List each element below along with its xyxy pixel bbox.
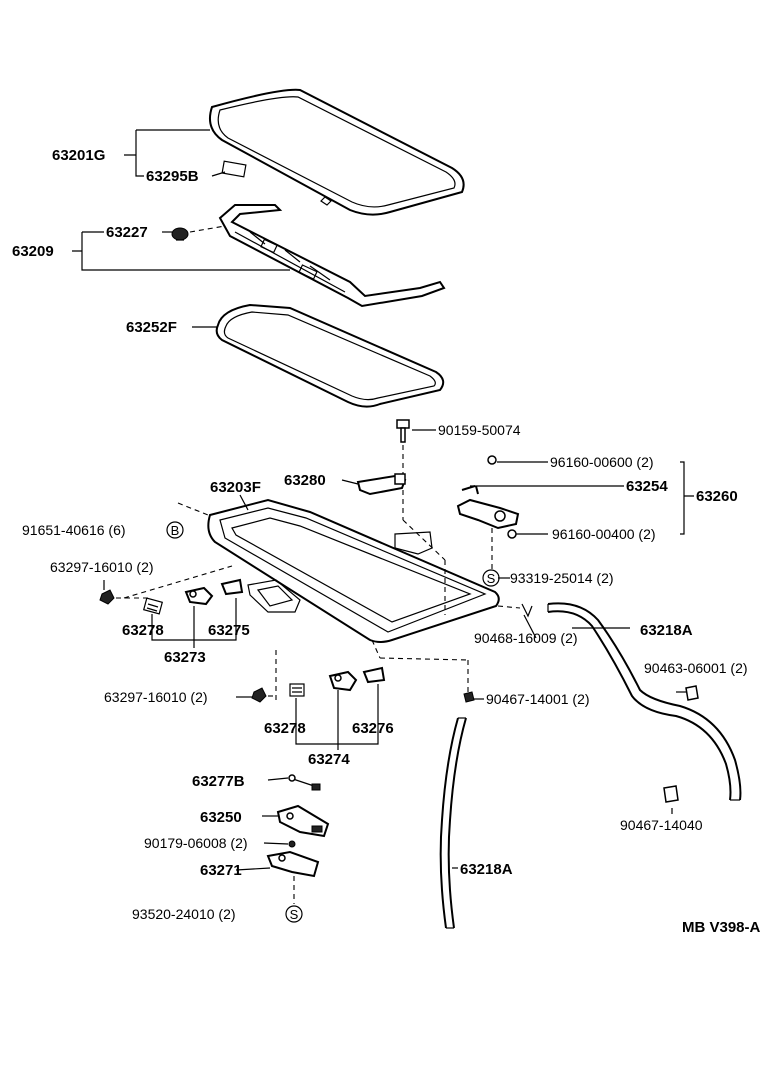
sunroof-housing <box>207 498 500 643</box>
leader-lines <box>72 129 694 871</box>
clamp-90467-right <box>663 785 679 803</box>
clip-63297-upper <box>99 589 115 605</box>
guide-63273 <box>184 586 214 606</box>
glass-panel <box>209 88 465 216</box>
drain-hose-right <box>547 602 742 801</box>
label-63218A-right: 63218A <box>640 622 693 639</box>
label-63280: 63280 <box>284 472 326 489</box>
pad-63278-b <box>289 683 305 697</box>
nut-90179 <box>288 840 296 848</box>
diagram-reference-code: MB V398-A <box>682 919 761 936</box>
label-90179-06008: 90179-06008 (2) <box>144 835 248 851</box>
weatherstrip <box>215 303 445 408</box>
label-63252F: 63252F <box>126 319 177 336</box>
symbol-s-upper: S <box>482 569 500 587</box>
label-63274: 63274 <box>308 751 350 768</box>
block-63275 <box>220 578 244 596</box>
symbol-s-lower: S <box>285 905 303 923</box>
label-90467-14001: 90467-14001 (2) <box>486 691 590 707</box>
symbol-s-lower-text: S <box>290 907 299 922</box>
label-63297-16010-lower: 63297-16010 (2) <box>104 689 208 705</box>
label-63209: 63209 <box>12 243 54 260</box>
block-63276 <box>362 666 386 684</box>
label-63271: 63271 <box>200 862 242 879</box>
label-90467-14040: 90467-14040 <box>620 817 703 833</box>
motor-assembly <box>456 455 520 539</box>
label-93520-24010: 93520-24010 (2) <box>132 906 236 922</box>
label-90463-06001: 90463-06001 (2) <box>644 660 748 676</box>
clip-63227 <box>171 227 189 241</box>
guide-63274 <box>328 670 358 692</box>
clip-63297-lower <box>251 687 267 703</box>
label-63260: 63260 <box>696 488 738 505</box>
label-63295B: 63295B <box>146 168 199 185</box>
label-63277B: 63277B <box>192 773 245 790</box>
clamp-90467-center <box>463 691 475 703</box>
label-63227: 63227 <box>106 224 148 241</box>
label-96160-00600: 96160-00600 (2) <box>550 454 654 470</box>
shade-frame <box>218 204 446 308</box>
label-63201G: 63201G <box>52 147 105 164</box>
label-63297-16010-upper: 63297-16010 (2) <box>50 559 154 575</box>
label-63203F: 63203F <box>210 479 261 496</box>
label-63278-upper: 63278 <box>122 622 164 639</box>
clamp-90468 <box>521 603 533 618</box>
label-63278-lower: 63278 <box>264 720 306 737</box>
symbol-b-text: B <box>171 523 180 538</box>
label-63254: 63254 <box>626 478 668 495</box>
symbol-b: B <box>166 521 184 539</box>
cable-63277B <box>288 774 321 791</box>
label-63276: 63276 <box>352 720 394 737</box>
label-91651-40616: 91651-40616 (6) <box>22 522 126 538</box>
bolt-90159 <box>396 419 410 443</box>
symbol-s-upper-text: S <box>487 571 496 586</box>
label-63250: 63250 <box>200 809 242 826</box>
label-93319-25014: 93319-25014 (2) <box>510 570 614 586</box>
label-90468-16009: 90468-16009 (2) <box>474 630 578 646</box>
label-90159-50074: 90159-50074 <box>438 422 521 438</box>
label-63275: 63275 <box>208 622 250 639</box>
label-63218A-left: 63218A <box>460 861 513 878</box>
label-96160-00400: 96160-00400 (2) <box>552 526 656 542</box>
bracket-63250 <box>276 804 330 838</box>
clamp-90463 <box>685 685 699 701</box>
bracket-63280 <box>356 473 407 496</box>
drain-hose-left <box>439 717 467 929</box>
bracket-63271 <box>266 850 320 878</box>
label-63273: 63273 <box>164 649 206 666</box>
pad-63278-a <box>142 597 164 615</box>
